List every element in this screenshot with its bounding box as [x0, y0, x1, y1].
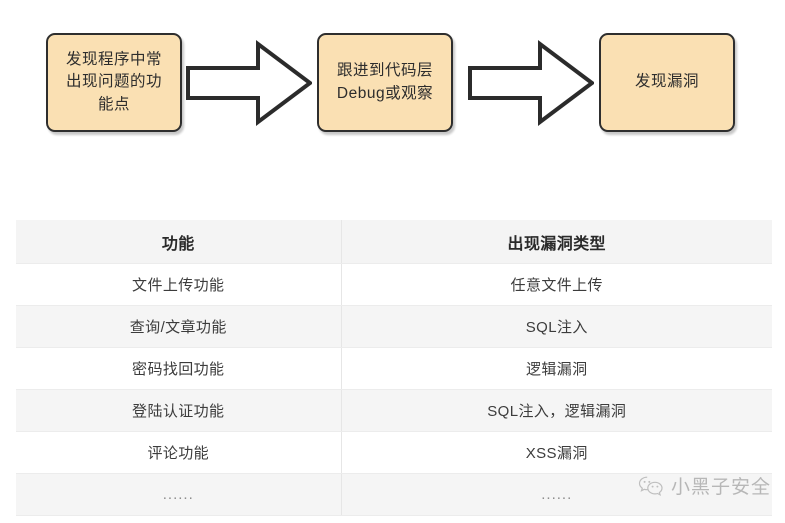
cell-feature: 评论功能 [16, 431, 342, 474]
flow-diagram: 发现程序中常 出现问题的功 能点 跟进到代码层 Debug或观察 发现漏洞 [0, 0, 785, 200]
table-header-vuln-type: 出现漏洞类型 [341, 220, 772, 264]
flow-step-label-1: 发现程序中常 出现问题的功 能点 [65, 50, 162, 113]
cell-vuln-type: SQL注入 [341, 305, 772, 348]
flow-step-label-2: 跟进到代码层 Debug或观察 [336, 62, 434, 102]
table-row: 评论功能 XSS漏洞 [16, 431, 772, 474]
table-row: 查询/文章功能 SQL注入 [16, 305, 772, 348]
arrow-right-icon-2 [468, 40, 594, 126]
cell-feature: 登陆认证功能 [16, 389, 342, 432]
cell-vuln-type: 逻辑漏洞 [341, 347, 772, 390]
flow-step-box-3: 发现漏洞 [599, 33, 735, 132]
flow-step-label-3: 发现漏洞 [634, 73, 699, 91]
feature-vulnerability-table: 功能 出现漏洞类型 文件上传功能 任意文件上传 查询/文章功能 SQL注入 密码… [16, 220, 772, 516]
table-row: 文件上传功能 任意文件上传 [16, 263, 772, 306]
cell-feature: 密码找回功能 [16, 347, 342, 390]
table-header-row: 功能 出现漏洞类型 [16, 220, 772, 264]
flow-step-box-1: 发现程序中常 出现问题的功 能点 [46, 33, 182, 132]
cell-vuln-type: SQL注入，逻辑漏洞 [341, 389, 772, 432]
arrow-right-icon-1 [186, 40, 312, 126]
cell-feature: 文件上传功能 [16, 263, 342, 306]
table-row: 登陆认证功能 SQL注入，逻辑漏洞 [16, 389, 772, 432]
table-header-feature: 功能 [16, 220, 342, 264]
cell-vuln-type: XSS漏洞 [341, 431, 772, 474]
cell-feature: 查询/文章功能 [16, 305, 342, 348]
table-row: ...... ...... [16, 473, 772, 516]
table-row: 密码找回功能 逻辑漏洞 [16, 347, 772, 390]
cell-vuln-type: ...... [341, 473, 772, 516]
flow-step-box-2: 跟进到代码层 Debug或观察 [317, 33, 453, 132]
cell-feature: ...... [16, 473, 342, 516]
cell-vuln-type: 任意文件上传 [341, 263, 772, 306]
